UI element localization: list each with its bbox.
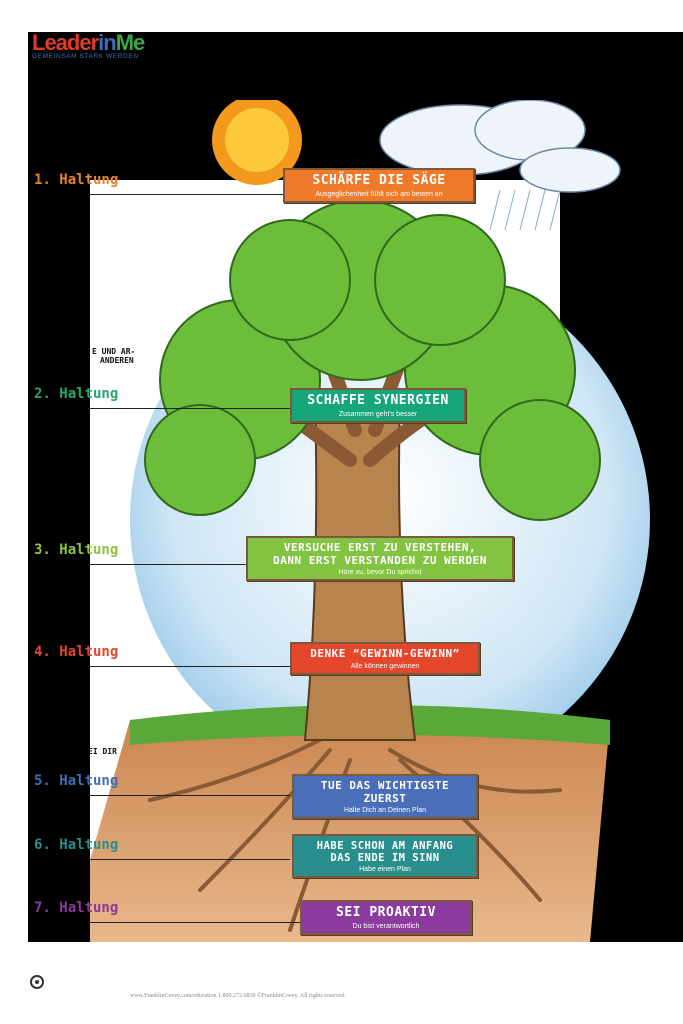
logo-part-leader: Leader [32, 30, 99, 55]
sign-habit-1: SEI PROAKTIV Du bist verantwortlich [300, 900, 472, 935]
canopy [144, 199, 601, 521]
rain [489, 189, 561, 231]
sign-5-title-line-1: VERSUCHE ERST ZU VERSTEHEN, [283, 541, 477, 554]
habit-5-line [90, 564, 250, 565]
sign-1-subtitle: Du bist verantwortlich [352, 922, 420, 930]
sun [212, 100, 302, 185]
sign-5-subtitle: Höre zu, bevor Du sprichst [338, 569, 422, 577]
soil [90, 710, 610, 942]
leader-in-me-logo: LeaderinMe GEMEINSAM STARK WERDEN [32, 30, 146, 60]
habit-3-label: 5. Haltung [34, 773, 119, 789]
tree-illustration [90, 100, 650, 942]
sign-7-title: SCHÄRFE DIE SÄGE [312, 173, 446, 188]
side-text-line-1b: ANDEREN [100, 355, 134, 365]
sign-2-title-line-1: HABE SCHON AM ANFANG [316, 840, 454, 852]
sign-3-title-line-2: ZUERST [363, 791, 407, 805]
habit-6-label: 2. Haltung [34, 386, 119, 402]
tree-illustration-svg [90, 100, 650, 942]
sign-1-title: SEI PROAKTIV [336, 905, 436, 920]
logo-part-me: Me [115, 30, 146, 55]
clouds [379, 100, 621, 193]
compass-icon [30, 975, 44, 989]
sign-habit-3: TUE DAS WICHTIGSTE ZUERST Halte Dich an … [292, 774, 478, 820]
sign-6-title: SCHAFFE SYNERGIEN [307, 393, 449, 408]
habit-6-line [90, 408, 290, 409]
sign-3-title-line-1: TUE DAS WICHTIGSTE [320, 779, 450, 792]
habit-4-label: 4. Haltung [34, 644, 119, 660]
sign-7-subtitle: Ausgeglichenheit fühlt sich am besten an [315, 190, 443, 198]
habit-4-line [90, 666, 300, 667]
habit-2-line [90, 859, 290, 860]
footer-contact: www.FranklinCovey.com/education 1.800.27… [130, 993, 347, 999]
sign-2-subtitle: Habe einen Plan [359, 866, 411, 874]
side-text-fragment-1: E UND AR- ANDEREN [92, 347, 136, 366]
side-text-fragment-2: EI DIR [88, 747, 117, 756]
habit-2-label: 6. Haltung [34, 837, 119, 853]
habit-7-label: 1. Haltung [34, 172, 119, 188]
sign-habit-2: HABE SCHON AM ANFANG DAS ENDE IM SINN Ha… [292, 834, 478, 879]
habit-1-label: 7. Haltung [34, 900, 119, 916]
sign-habit-4: DENKE “GEWINN-GEWINN” Alle können gewinn… [290, 642, 480, 675]
logo-tagline: GEMEINSAM STARK WERDEN [32, 53, 139, 60]
habit-3-line [90, 795, 290, 796]
logo-part-in: in [98, 30, 117, 55]
sign-habit-7: SCHÄRFE DIE SÄGE Ausgeglichenheit fühlt … [283, 168, 475, 203]
sign-4-subtitle: Alle können gewinnen [350, 662, 420, 670]
sign-habit-6: SCHAFFE SYNERGIEN Zusammen geht's besser [290, 388, 466, 423]
habit-5-label: 3. Haltung [34, 542, 119, 558]
sign-3-subtitle: Halte Dich an Deinen Plan [343, 807, 427, 815]
habit-7-line [90, 194, 290, 195]
sign-2-title-line-2: DAS ENDE IM SINN [330, 852, 440, 865]
logo-wordmark: LeaderinMe [32, 30, 146, 56]
sign-5-title-line-2: DANN ERST VERSTANDEN ZU WERDEN [273, 553, 487, 567]
black-background-left [28, 32, 90, 942]
habit-1-line [90, 922, 300, 923]
sign-6-subtitle: Zusammen geht's besser [338, 410, 418, 418]
sign-4-title: DENKE “GEWINN-GEWINN” [310, 647, 460, 660]
side-text-line-1a: E UND AR- [92, 347, 136, 356]
sign-habit-5: VERSUCHE ERST ZU VERSTEHEN, DANN ERST VE… [246, 536, 514, 582]
